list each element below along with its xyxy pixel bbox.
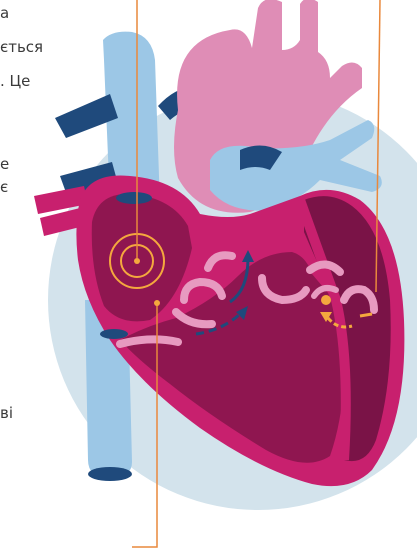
svc-opening <box>116 192 152 204</box>
ivc-opening <box>100 329 128 339</box>
av-node-dash <box>360 314 372 316</box>
av-node <box>321 295 331 305</box>
sinoatrial-node-dot <box>134 258 140 264</box>
leader-dot-atrium <box>154 300 160 306</box>
inferior-vena-cava-opening <box>88 467 132 481</box>
valve-curve-left <box>120 339 178 344</box>
